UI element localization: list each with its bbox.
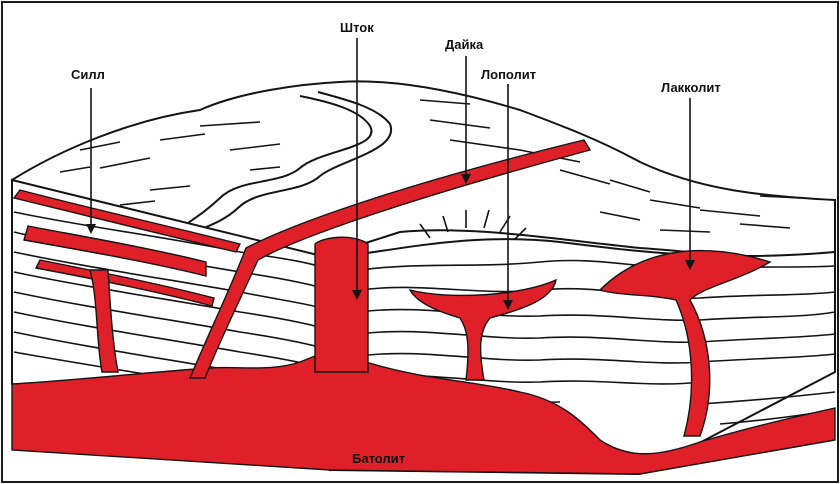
stock-label: Шток <box>340 20 374 35</box>
stock-body <box>315 237 368 372</box>
laccolith-label: Лакколит <box>661 80 721 95</box>
sill-label: Силл <box>71 67 105 82</box>
dike-label: Дайка <box>445 37 483 52</box>
lopolith-label: Лополит <box>481 67 536 82</box>
batholith-label: Батолит <box>352 451 405 466</box>
